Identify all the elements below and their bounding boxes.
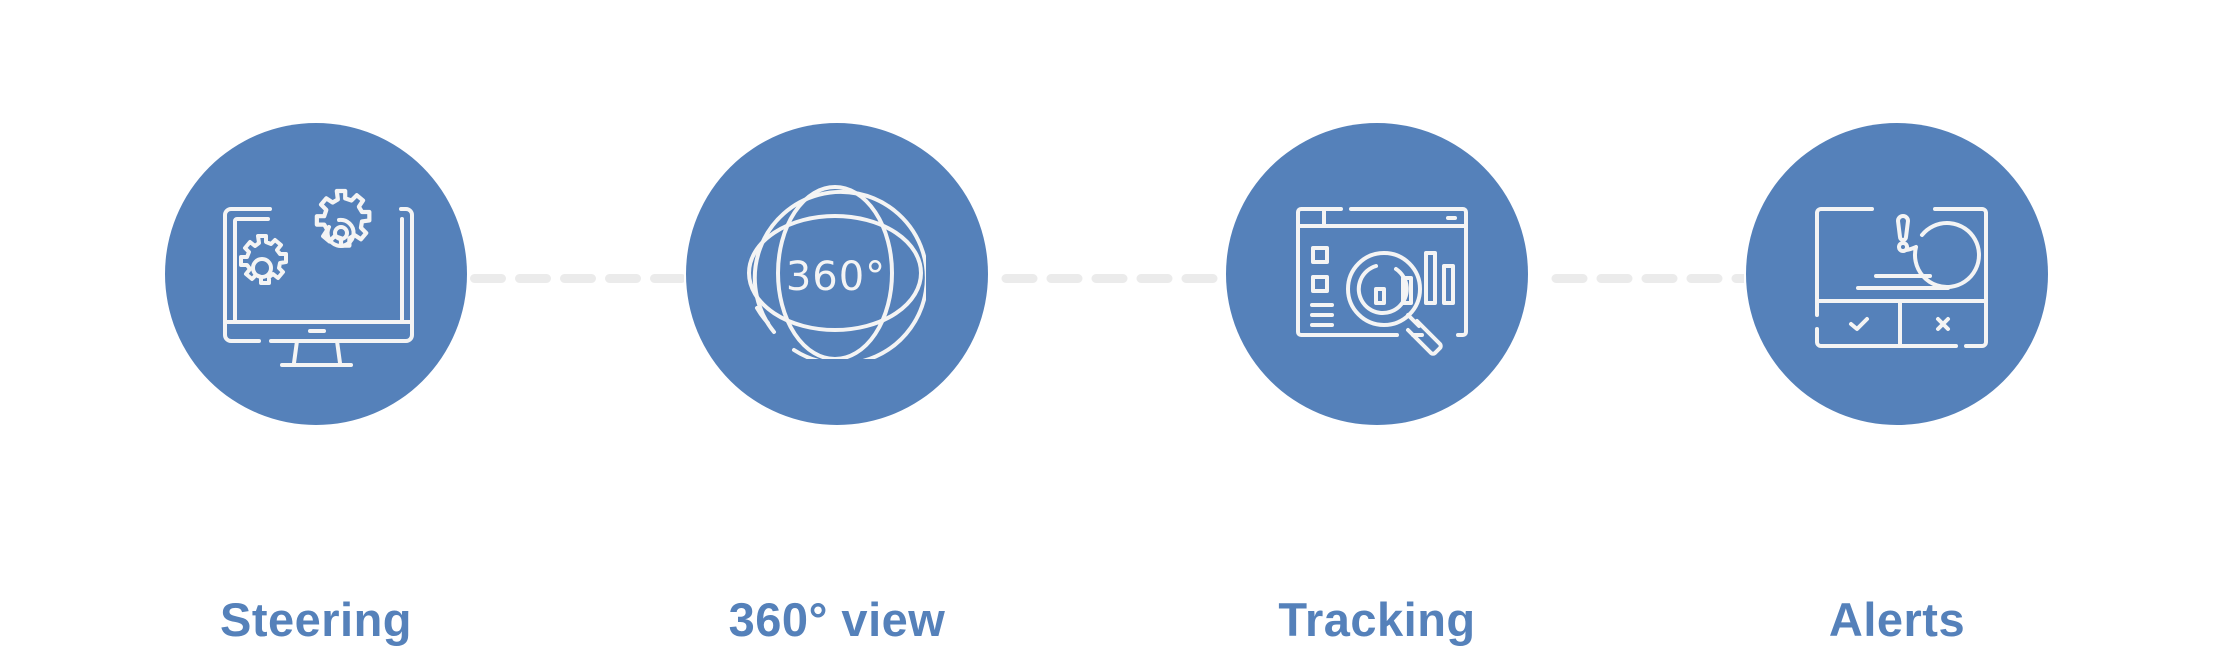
analytics-magnifier-icon (1296, 207, 1468, 356)
svg-text:360°: 360° (786, 254, 886, 300)
connector-2-3 (990, 274, 1224, 283)
step-circle (165, 123, 467, 425)
step-label: Steering (219, 593, 413, 646)
step-circle (1226, 123, 1528, 425)
monitor-gears-icon (223, 188, 414, 367)
step-label: Alerts (1828, 593, 1966, 646)
step-360-view: 360° 360° view (686, 123, 988, 646)
connector-3-4 (1530, 274, 1744, 283)
step-circle (1746, 123, 2048, 425)
step-tracking: Tracking (1226, 123, 1528, 646)
globe-360-icon: 360° (747, 185, 926, 359)
step-circle: 360° (686, 123, 988, 425)
step-alerts: Alerts (1746, 123, 2048, 646)
connector-1-2 (470, 274, 684, 283)
step-steering: Steering (165, 123, 467, 646)
step-label: 360° view (728, 593, 946, 646)
alert-dialog-icon (1815, 207, 1988, 348)
step-label: Tracking (1278, 593, 1476, 646)
